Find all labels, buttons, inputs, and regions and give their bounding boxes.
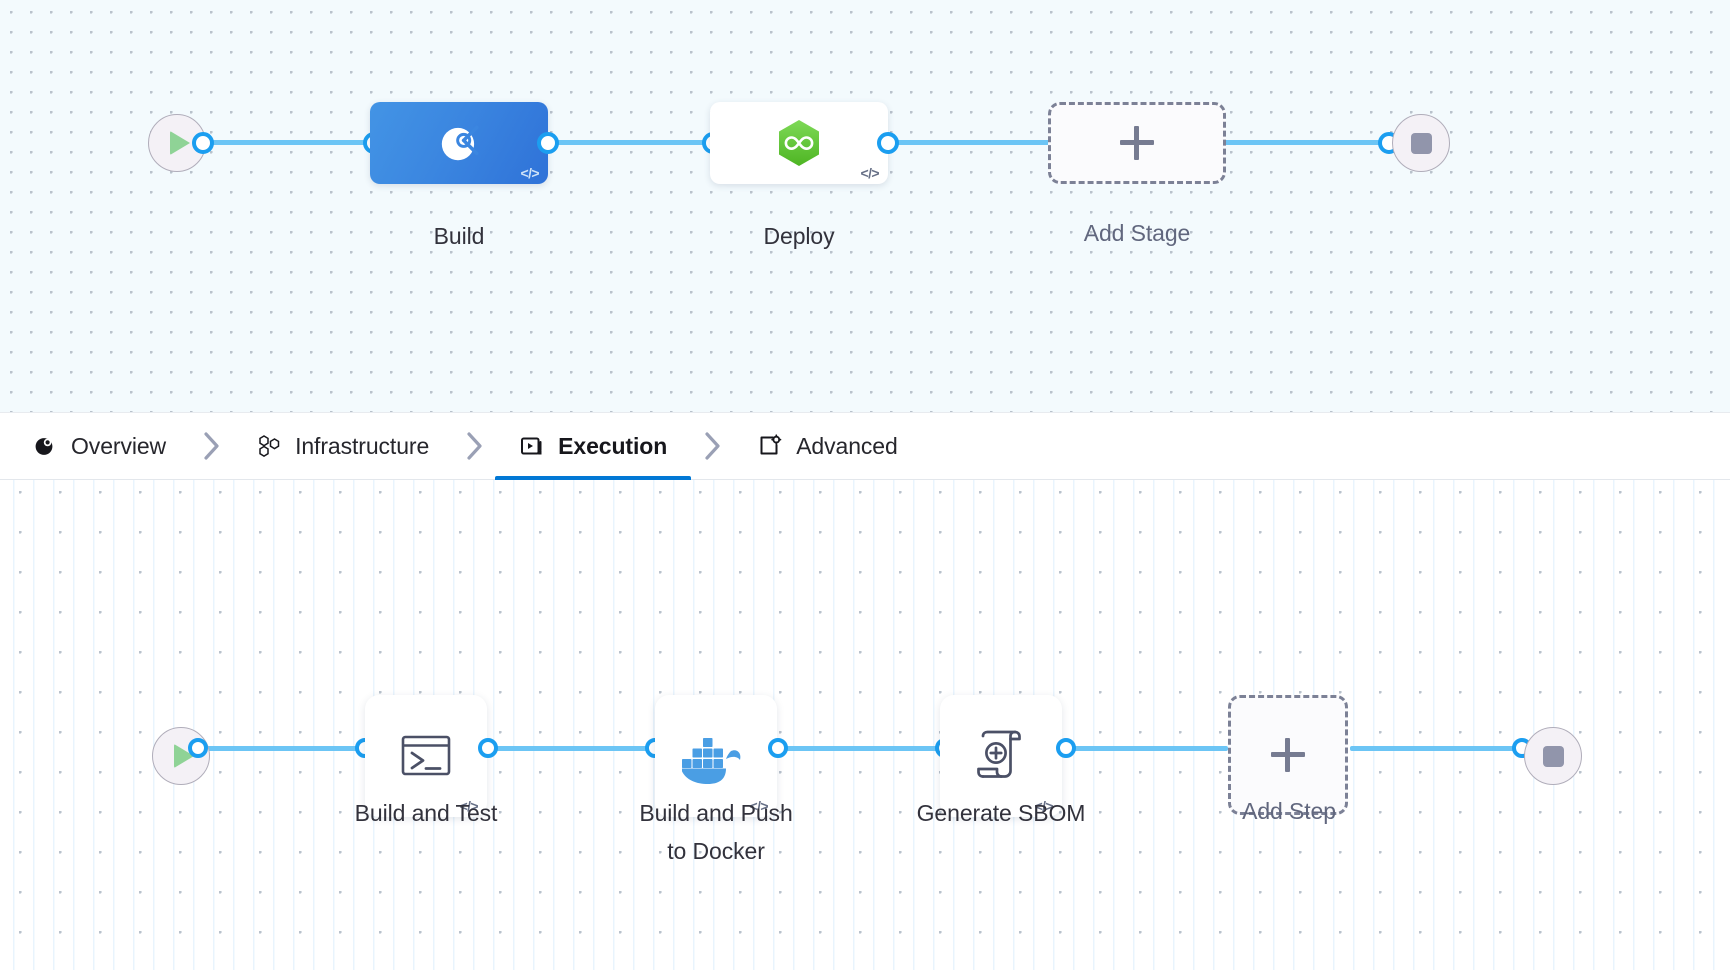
tab-overview[interactable]: Overview: [30, 412, 168, 480]
play-icon: [169, 131, 190, 155]
tab-separator-chevron-right-icon: [168, 412, 254, 480]
stage-node-build[interactable]: </>: [370, 102, 548, 184]
tab-separator-chevron-right-icon: [669, 412, 755, 480]
tab-label-execution: Execution: [558, 432, 668, 459]
port-sbom-output[interactable]: [1056, 738, 1076, 758]
port-build-and-test-output[interactable]: [478, 738, 498, 758]
stop-icon: [1410, 132, 1432, 154]
docker-icon: [682, 738, 741, 784]
sbom-scroll-icon: [977, 730, 1021, 778]
plus-icon: [1271, 738, 1305, 772]
edge-start-to-build-and-test: [195, 746, 370, 751]
stage-config-tabs: Overview Infrastructure: [0, 412, 1730, 480]
tab-separator-chevron-right-icon: [431, 412, 517, 480]
advanced-icon: [757, 433, 783, 459]
pipeline-end-node[interactable]: [1392, 114, 1450, 172]
edge-build-to-deploy: [540, 140, 720, 145]
execution-end-node[interactable]: [1524, 727, 1582, 785]
add-stage-button[interactable]: [1048, 102, 1226, 184]
code-badge: </>: [459, 798, 479, 814]
edge-deploy-to-add-stage: [880, 140, 1070, 145]
code-badge: </>: [520, 165, 540, 181]
code-badge: </>: [1034, 798, 1054, 814]
tab-label-infrastructure: Infrastructure: [295, 432, 430, 459]
tab-infrastructure[interactable]: Infrastructure: [254, 412, 431, 480]
edge-start-to-build: [200, 140, 370, 145]
step-label-build-and-test: Build and Test: [354, 800, 498, 826]
plus-icon: [1120, 126, 1154, 160]
step-node-build-and-test[interactable]: </>: [365, 695, 487, 817]
execution-icon: [519, 433, 545, 459]
code-badge: </>: [860, 165, 880, 181]
step-label-build-and-push-to-docker: Build and Push to Docker: [639, 800, 793, 864]
add-step-label: Add Step: [1242, 798, 1336, 824]
stage-label-build: Build: [433, 223, 485, 249]
stage-node-deploy[interactable]: </>: [710, 102, 888, 184]
execution-step-canvas[interactable]: </> Build and Test </>: [0, 480, 1730, 970]
overview-icon: [32, 433, 58, 459]
tab-execution[interactable]: Execution: [495, 412, 692, 480]
add-step-button[interactable]: [1228, 695, 1348, 815]
port-deploy-output[interactable]: [877, 132, 899, 154]
harness-ci-icon: [441, 125, 479, 161]
stop-icon: [1542, 745, 1564, 767]
port-start-output[interactable]: [192, 132, 214, 154]
infrastructure-icon: [256, 433, 282, 459]
tab-label-overview: Overview: [71, 432, 167, 459]
terminal-icon: [401, 735, 451, 776]
step-node-generate-sbom[interactable]: </>: [940, 695, 1062, 817]
edge-build-and-test-to-docker: [485, 746, 660, 751]
edge-add-stage-to-end: [1218, 140, 1418, 145]
step-node-build-and-push-to-docker[interactable]: </>: [655, 695, 777, 817]
tab-advanced[interactable]: Advanced: [755, 412, 900, 480]
port-docker-output[interactable]: [768, 738, 788, 758]
add-stage-label: Add Stage: [1083, 220, 1191, 246]
stage-label-deploy: Deploy: [763, 223, 835, 249]
port-exec-start-output[interactable]: [188, 738, 208, 758]
step-label-generate-sbom: Generate SBOM: [916, 800, 1086, 826]
edge-docker-to-sbom: [775, 746, 950, 751]
pipeline-stage-canvas[interactable]: </> Build </> Deploy Add: [0, 0, 1730, 412]
port-build-output[interactable]: [537, 132, 559, 154]
edge-sbom-to-add-step: [1063, 746, 1228, 751]
harness-cd-hexagon-icon: [779, 120, 819, 166]
code-badge: </>: [749, 798, 769, 814]
tab-label-advanced: Advanced: [796, 432, 898, 459]
pipeline-start-node[interactable]: [148, 114, 206, 172]
edge-add-step-to-end: [1350, 746, 1520, 751]
